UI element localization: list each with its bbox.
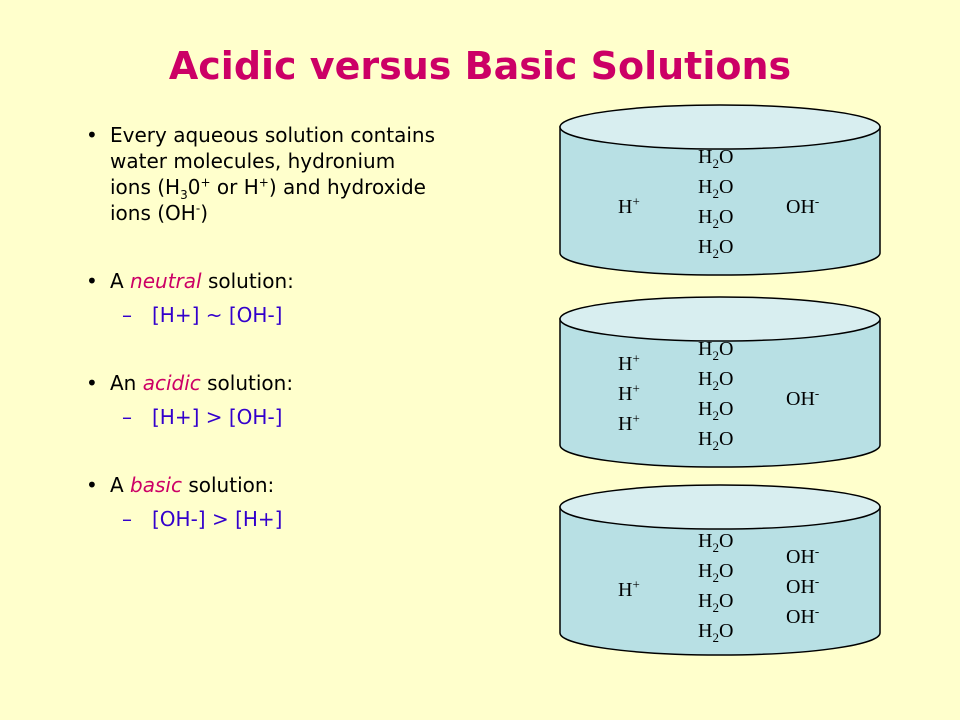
slide-title: Acidic versus Basic Solutions: [168, 44, 792, 88]
hydroxide-column: OH-: [786, 193, 820, 218]
hydronium-column: H+: [618, 576, 640, 601]
bullet-basic: • A basic solution:: [86, 473, 275, 497]
bullet-dot: •: [86, 371, 98, 395]
hydroxide-column: OH- OH- OH-: [786, 543, 820, 628]
acidic-relation: –[H+] > [OH-]: [122, 405, 283, 429]
water-column: H2O H2O H2O H2O: [698, 338, 734, 453]
neutral-beaker: H2O H2O H2O H2O H+ OH-: [559, 104, 882, 276]
acidic-beaker: H2O H2O H2O H2O H+ H+ H+ OH-: [559, 296, 882, 468]
hydronium-column: H+ H+ H+: [618, 350, 640, 435]
intro-line-4: ions (OH-): [110, 201, 208, 225]
hydronium-column: H+: [618, 193, 640, 218]
beaker-shape: [559, 484, 881, 656]
basic-beaker: H2O H2O H2O H2O H+ OH- OH- OH-: [559, 484, 882, 656]
bullet-neutral: • A neutral solution:: [86, 269, 294, 293]
neutral-relation: –[H+] ~ [OH-]: [122, 303, 283, 327]
beaker-shape: [559, 296, 881, 468]
acidic-term: acidic: [142, 371, 201, 395]
water-column: H2O H2O H2O H2O: [698, 530, 734, 645]
basic-relation: –[OH-] > [H+]: [122, 507, 283, 531]
neutral-term: neutral: [130, 269, 202, 293]
bullet-dot: •: [86, 473, 98, 497]
bullet-dot: •: [86, 269, 98, 293]
intro-line-3: ions (H30+ or H+) and hydroxide: [110, 175, 426, 202]
hydroxide-column: OH-: [786, 385, 820, 410]
basic-term: basic: [130, 473, 182, 497]
water-column: H2O H2O H2O H2O: [698, 146, 734, 261]
intro-line-2: water molecules, hydronium: [110, 149, 396, 173]
bullet-dot: •: [86, 123, 98, 147]
bullet-list: • Every aqueous solution contains water …: [78, 122, 518, 532]
bullet-intro: • Every aqueous solution contains water …: [78, 122, 518, 226]
intro-line-1: Every aqueous solution contains: [110, 123, 436, 147]
beaker-shape: [559, 104, 881, 276]
bullet-acidic: • An acidic solution:: [86, 371, 294, 395]
